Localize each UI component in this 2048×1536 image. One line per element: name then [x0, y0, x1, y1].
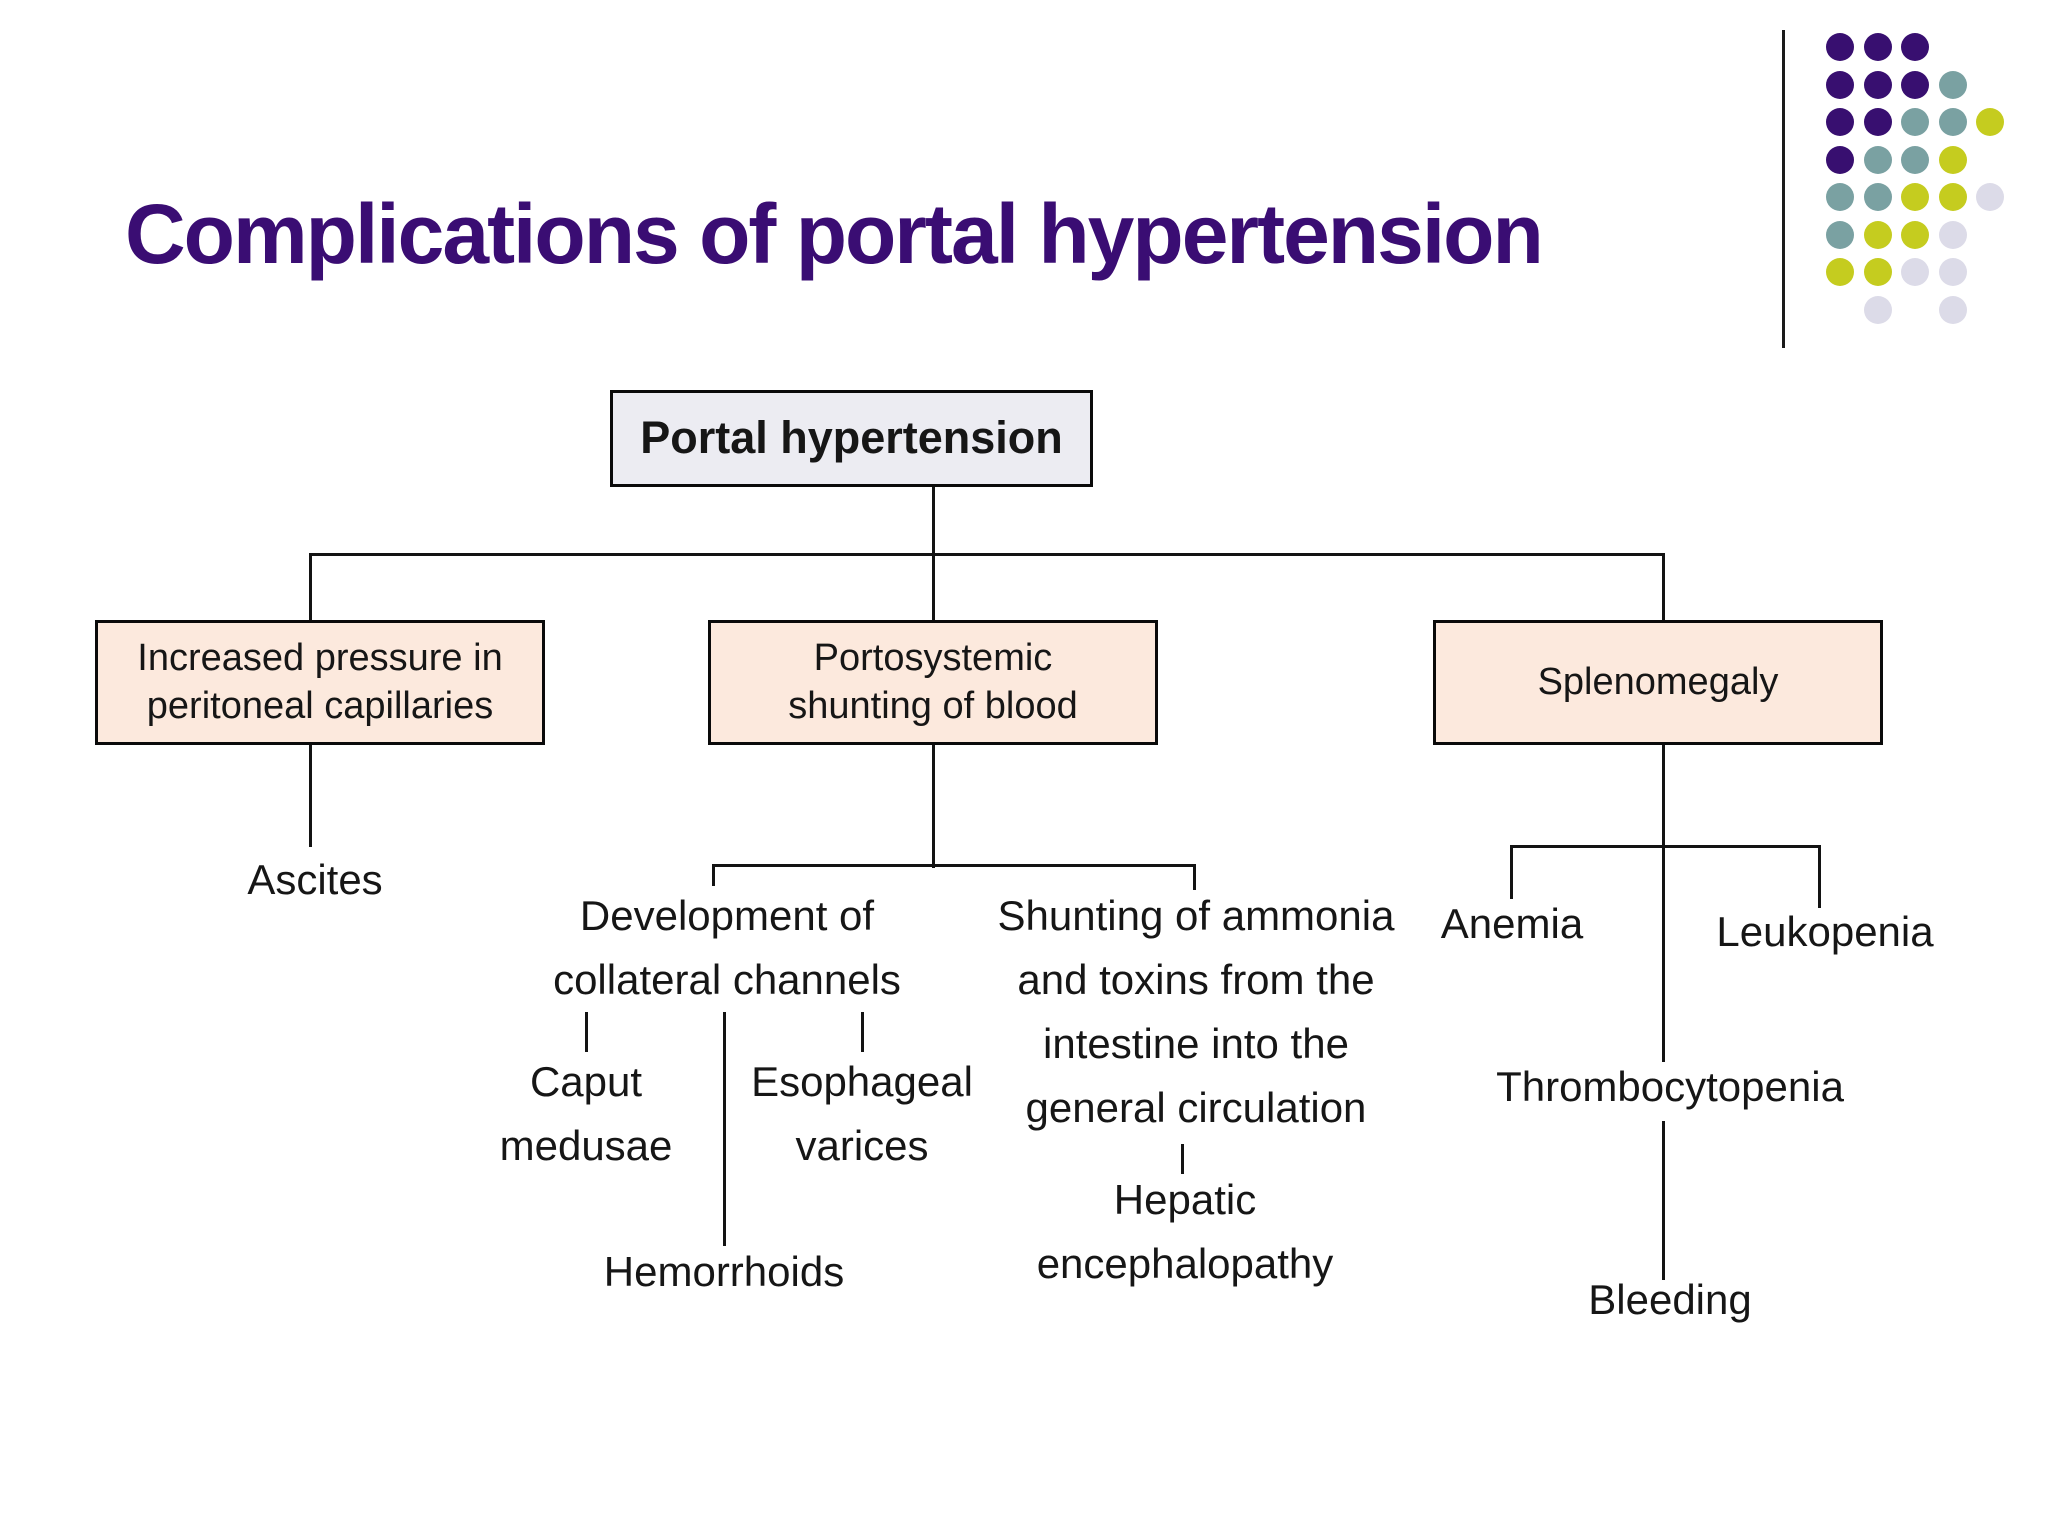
- connector-line: [308, 552, 1665, 556]
- flowchart-node-bleeding: Bleeding: [1588, 1276, 1752, 1323]
- connector-line: [584, 1011, 588, 1052]
- decoration-vertical-line: [1782, 30, 1785, 348]
- decoration-dot: [1826, 70, 1854, 99]
- decoration-dot: [1938, 220, 1967, 249]
- slide-title: Complications of portal hypertension: [125, 187, 1544, 281]
- flowchart-node-increased-pressure: Increased pressure in peritoneal capilla…: [95, 620, 545, 745]
- decoration-dot: [1826, 145, 1854, 174]
- connector-line: [711, 863, 1196, 867]
- connector-line: [722, 1011, 726, 1246]
- decoration-dot: [1863, 258, 1892, 286]
- flowchart-node-caput-medusae: Caput medusae: [499, 1058, 673, 1169]
- decoration-dot: [1901, 70, 1929, 99]
- decoration-dot: [1901, 220, 1929, 249]
- flowchart-node-leukopenia: Leukopenia: [1716, 908, 1934, 955]
- flowchart-node-development-collateral: Development of collateral channels: [553, 892, 901, 1003]
- connector-line: [1661, 741, 1665, 1062]
- decoration-dot: [1938, 295, 1967, 324]
- flowchart-node-shunting-ammonia: Shunting of ammonia and toxins from the …: [997, 892, 1395, 1131]
- decoration-dot: [1863, 145, 1892, 174]
- decoration-dot: [1901, 183, 1929, 211]
- flowchart-node-hepatic-encephalopathy: Hepatic encephalopathy: [1036, 1176, 1334, 1287]
- decoration-dot: [1863, 295, 1892, 324]
- connector-line: [931, 552, 935, 624]
- decoration-dot: [1863, 220, 1892, 249]
- connector-line: [308, 552, 312, 624]
- flowchart-node-hemorrhoids: Hemorrhoids: [603, 1248, 845, 1295]
- connector-line: [931, 741, 935, 868]
- connector-line: [1180, 1143, 1184, 1174]
- connector-line: [1661, 1120, 1665, 1280]
- connector-line: [1192, 863, 1196, 890]
- decoration-dot: [1901, 108, 1929, 136]
- flowchart-node-splenomegaly: Splenomegaly: [1433, 620, 1883, 745]
- decoration-dot: [1901, 258, 1929, 286]
- flowchart-node-thrombocytopenia: Thrombocytopenia: [1496, 1063, 1844, 1110]
- connector-line: [1509, 844, 1821, 848]
- connector-line: [1817, 844, 1821, 908]
- flowchart-node-portosystemic-shunting: Portosystemic shunting of blood: [708, 620, 1158, 745]
- connector-line: [860, 1011, 864, 1052]
- decoration-dot: [1976, 183, 2004, 211]
- connector-line: [1509, 844, 1513, 899]
- decoration-dot: [1901, 145, 1929, 174]
- decoration-dot: [1863, 70, 1892, 99]
- decoration-dot: [1976, 108, 2004, 136]
- connector-line: [308, 741, 312, 847]
- connector-line: [1661, 552, 1665, 624]
- connector-line: [711, 863, 715, 886]
- decoration-dot: [1938, 145, 1967, 174]
- decoration-dot: [1826, 258, 1854, 286]
- flowchart-node-ascites: Ascites: [247, 856, 383, 903]
- flowchart-node-portal-hypertension: Portal hypertension: [610, 390, 1093, 487]
- flowchart-node-anemia: Anemia: [1440, 900, 1584, 947]
- decoration-dot: [1826, 183, 1854, 211]
- decoration-dot: [1826, 108, 1854, 136]
- decoration-dot: [1938, 108, 1967, 136]
- flowchart-node-esophageal-varices: Esophageal varices: [751, 1058, 973, 1169]
- decoration-dot: [1863, 108, 1892, 136]
- decoration-dot: [1938, 70, 1967, 99]
- decoration-dot: [1863, 183, 1892, 211]
- decoration-dot: [1826, 33, 1854, 61]
- decoration-dot: [1826, 220, 1854, 249]
- decoration-dot: [1863, 33, 1892, 61]
- decoration-dot: [1938, 258, 1967, 286]
- decoration-dot: [1938, 183, 1967, 211]
- connector-line: [931, 485, 935, 558]
- decoration-dot: [1901, 33, 1929, 61]
